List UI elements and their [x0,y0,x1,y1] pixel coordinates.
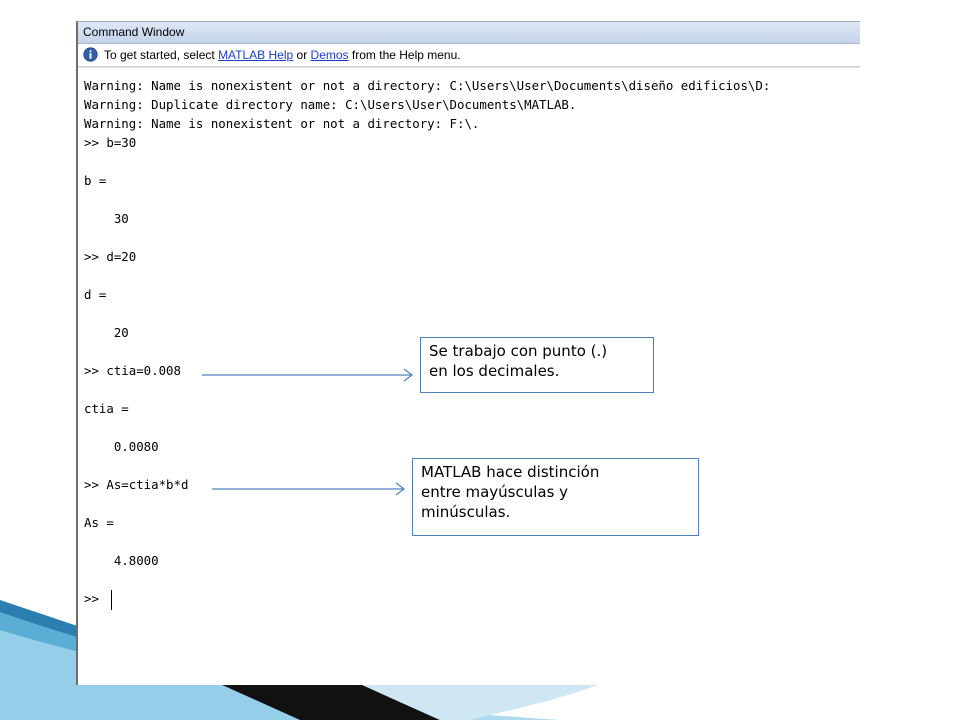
matlab-help-link[interactable]: MATLAB Help [218,48,294,62]
window-titlebar: Command Window [78,22,860,44]
console-line: 30 [84,211,129,226]
console-line: ctia = [84,401,129,416]
console-line: >> ctia=0.008 [84,363,181,378]
console-line: b = [84,173,107,188]
text-cursor [111,590,112,610]
console-line: 4.8000 [84,553,159,568]
console-line: As = [84,515,114,530]
callout-text: en los decimales. [429,362,560,380]
console-line: >> d=20 [84,249,137,264]
info-icon [83,47,98,62]
callout-text: MATLAB hace distinción [421,463,600,481]
console-line: >> As=ctia*b*d [84,477,189,492]
callout-case-sensitive: MATLAB hace distinción entre mayúsculas … [412,458,699,536]
callout-text: minúsculas. [421,503,511,521]
callout-decimal-point: Se trabajo con punto (.) en los decimale… [420,337,654,393]
demos-link[interactable]: Demos [310,48,349,62]
help-message: To get started, select MATLAB Help or De… [104,48,461,62]
callout-text: entre mayúsculas y [421,483,569,501]
console-line: 0.0080 [84,439,159,454]
console-line: 20 [84,325,129,340]
window-title: Command Window [83,25,185,39]
help-info-bar: To get started, select MATLAB Help or De… [78,44,860,67]
console-line: d = [84,287,107,302]
console-prompt[interactable]: >> [84,591,107,606]
console-line: Warning: Name is nonexistent or not a di… [84,116,480,131]
callout-text: Se trabajo con punto (.) [429,342,608,360]
help-text-after: from the Help menu. [348,48,461,62]
console-line: >> b=30 [84,135,137,150]
help-text-before: To get started, select [104,48,219,62]
console-line: Warning: Duplicate directory name: C:\Us… [84,97,577,112]
help-text-middle: or [293,48,311,62]
console-line: Warning: Name is nonexistent or not a di… [84,78,771,93]
